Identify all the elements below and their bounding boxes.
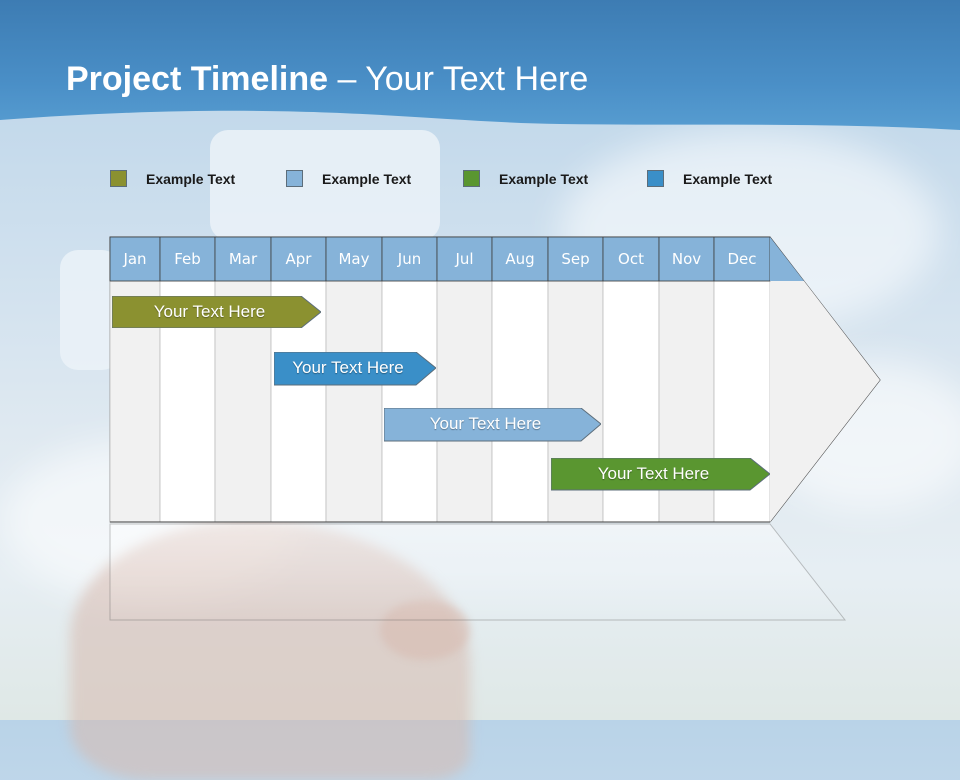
task-label: Your Text Here: [429, 414, 542, 433]
month-header-cell: [270, 236, 327, 282]
task-label: Your Text Here: [597, 464, 710, 483]
legend-item-2: Example Text: [286, 170, 411, 187]
timeline-arrow-shape: [109, 236, 881, 621]
month-label: Oct: [618, 250, 644, 268]
month-label: Sep: [561, 250, 590, 268]
month-header-cell: [159, 236, 216, 282]
month-header-cell: [109, 236, 161, 282]
month-header-cell: [491, 236, 549, 282]
month-label: Apr: [285, 250, 312, 268]
task-bar-4: Your Text Here: [551, 458, 770, 491]
title-main: Project Timeline: [66, 60, 329, 98]
legend-item-1: Example Text: [110, 170, 235, 187]
month-column: [381, 280, 438, 523]
month-label: Mar: [228, 250, 258, 268]
legend-swatch: [110, 170, 127, 187]
month-column: [325, 280, 383, 523]
month-header-cell: [713, 236, 771, 282]
legend-label: Example Text: [146, 170, 236, 187]
title-rest: – Your Text Here: [328, 60, 589, 98]
legend-item-4: Example Text: [647, 170, 772, 187]
legend-item-3: Example Text: [463, 170, 588, 187]
month-label: Jan: [123, 250, 147, 268]
month-column: [491, 280, 549, 523]
arrow-tip-column: [770, 281, 880, 522]
legend-swatch: [647, 170, 664, 187]
legend-swatch: [286, 170, 303, 187]
task-bar-1: Your Text Here: [112, 296, 321, 328]
month-label: Aug: [505, 250, 535, 268]
legend-label: Example Text: [322, 170, 412, 187]
month-header-cell: [325, 236, 383, 282]
month-label: Jul: [455, 250, 474, 268]
month-column: [436, 280, 493, 523]
task-label: Your Text Here: [292, 358, 404, 377]
legend-label: Example Text: [499, 170, 589, 187]
month-label: Dec: [727, 250, 757, 268]
task-bar-2: Your Text Here: [274, 352, 436, 386]
slide-title: Project Timeline – Your Text Here: [66, 60, 588, 99]
month-header-cell: [214, 236, 272, 282]
month-label: Nov: [671, 250, 702, 268]
task-bar-3: Your Text Here: [384, 408, 601, 442]
legend-swatch: [463, 170, 480, 187]
month-label: Jun: [397, 250, 422, 268]
legend-label: Example Text: [683, 170, 773, 187]
month-header-cell: [436, 236, 493, 282]
month-label: Feb: [174, 250, 201, 268]
puzzle-piece-image: [210, 130, 440, 240]
task-label: Your Text Here: [153, 302, 266, 321]
month-label: May: [338, 250, 370, 268]
timeline-chart: Jan Feb Mar Apr May Jun Jul Aug Sep Oct Nov Dec You…: [109, 236, 881, 621]
month-header-cell: [658, 236, 715, 282]
